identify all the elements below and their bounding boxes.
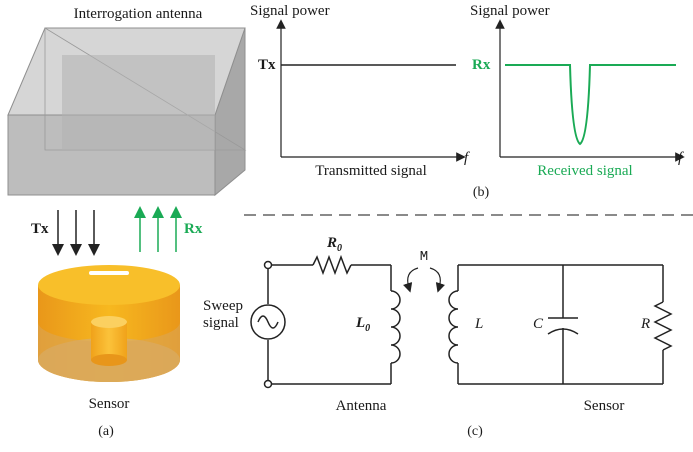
- sweep-signal-line2: signal: [203, 315, 239, 331]
- chart-received: [495, 19, 685, 162]
- antenna-circuit: [250, 254, 401, 389]
- sweep-source: [250, 304, 286, 340]
- transmitted-ylabel: Signal power: [250, 3, 330, 19]
- received-notch-curve: [505, 64, 676, 146]
- rx-arrows: [134, 206, 182, 252]
- sweep-signal-label: Sweep signal: [203, 298, 243, 332]
- r-label: R: [641, 316, 651, 332]
- rx-label: Rx: [184, 221, 203, 237]
- caption-c: (c): [467, 424, 483, 439]
- transmitted-f-label: f: [464, 150, 469, 166]
- l0-sub: 0: [365, 323, 371, 334]
- received-f-label: f: [678, 150, 683, 166]
- interrogation-antenna-box: [7, 27, 247, 197]
- r0-sub: 0: [337, 243, 343, 254]
- transmitted-xlabel: Transmitted signal: [315, 163, 427, 179]
- sensor-title: Sensor: [88, 396, 130, 412]
- caption-b: (b): [472, 185, 490, 200]
- l0-main: L: [356, 315, 366, 331]
- sensor-circuit: [448, 264, 673, 385]
- l0-label: L0: [356, 316, 370, 334]
- l-label: L: [475, 316, 484, 332]
- antenna-title: Interrogation antenna: [73, 6, 203, 22]
- sensor-cylinder: [38, 265, 180, 382]
- mutual-coupling: [402, 267, 446, 293]
- tx-label: Tx: [31, 221, 49, 237]
- terminal-bottom: [263, 379, 273, 389]
- caption-a: (a): [98, 424, 114, 439]
- c-label: C: [533, 316, 544, 332]
- sensor-circuit-label: Sensor: [583, 398, 625, 414]
- chart-transmitted: [276, 19, 466, 162]
- resistor-r: [653, 301, 673, 351]
- inductor-l0: [390, 290, 401, 364]
- received-ylabel: Signal power: [470, 3, 550, 19]
- tx-arrows: [52, 210, 100, 256]
- r0-label: R0: [327, 236, 342, 254]
- sine-icon: [257, 315, 279, 329]
- received-xlabel: Received signal: [537, 163, 633, 179]
- resistor-r0: [312, 254, 352, 276]
- r0-main: R: [327, 235, 338, 251]
- transmitted-level-label: Tx: [258, 57, 276, 73]
- sweep-signal-line1: Sweep: [203, 298, 243, 314]
- mutual-inductance-label: M: [419, 249, 429, 265]
- antenna-circuit-label: Antenna: [335, 398, 387, 414]
- inductor-l: [448, 290, 459, 364]
- received-level-label: Rx: [472, 57, 491, 73]
- terminal-top: [263, 260, 273, 270]
